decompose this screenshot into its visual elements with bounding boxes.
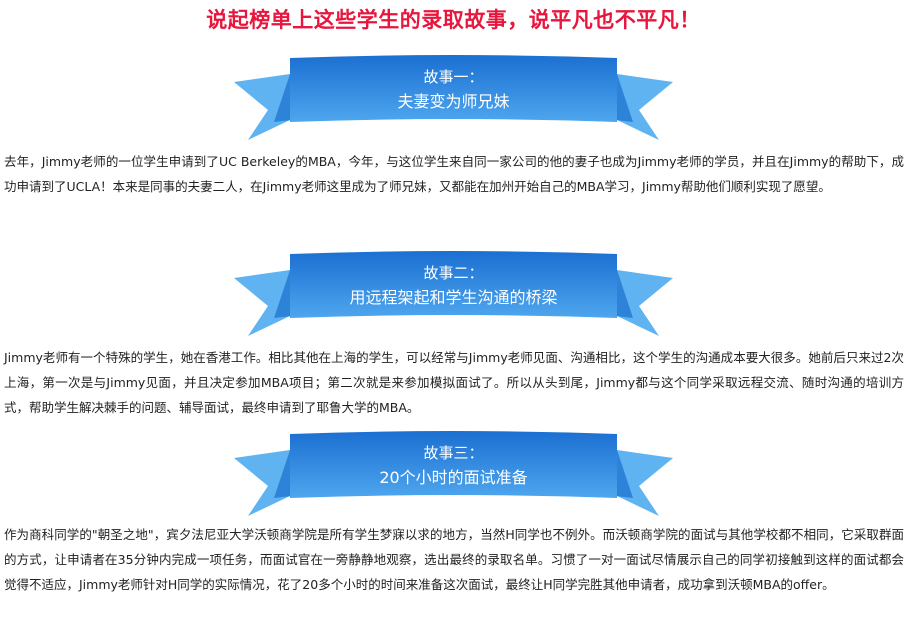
ribbon-center [290, 431, 617, 498]
ribbon-left-fold [274, 270, 292, 318]
ribbon-center [290, 251, 617, 318]
ribbon-left-wing [234, 450, 290, 516]
ribbon-center [290, 55, 617, 122]
ribbon-right-wing [617, 74, 673, 140]
story-body-2: Jimmy老师有一个特殊的学生，她在香港工作。相比其他在上海的学生，可以经常与J… [4, 350, 904, 415]
ribbon-graphic [234, 431, 673, 516]
story-banner-3: 故事三： 20个小时的面试准备 [0, 428, 907, 518]
story-subtitle: 用远程架起和学生沟通的桥梁 [349, 288, 558, 307]
ribbon-right-wing [617, 270, 673, 336]
ribbon-left-wing [234, 270, 290, 336]
page-headline: 说起榜单上这些学生的录取故事，说平凡也不平凡！ [206, 8, 701, 32]
ribbon-left-fold [274, 74, 292, 122]
ribbon-graphic [234, 55, 673, 140]
ribbon-right-fold [615, 74, 633, 122]
ribbon-right-wing [617, 450, 673, 516]
story-banner-2: 故事二： 用远程架起和学生沟通的桥梁 [0, 248, 907, 338]
ribbon-left-fold [274, 450, 292, 498]
ribbon-right-fold [615, 270, 633, 318]
ribbon-left-wing [234, 74, 290, 140]
story-body-1: 去年，Jimmy老师的一位学生申请到了UC Berkeley的MBA，今年，与这… [4, 154, 904, 194]
story-subtitle: 20个小时的面试准备 [379, 468, 528, 487]
story-title: 故事一： [423, 68, 484, 86]
ribbon-right-fold [615, 450, 633, 498]
ribbon-graphic [234, 251, 673, 336]
story-title: 故事三： [423, 444, 484, 462]
story-subtitle: 夫妻变为师兄妹 [397, 92, 510, 111]
story-title: 故事二： [423, 264, 484, 282]
story-body-3: 作为商科同学的"朝圣之地"，宾夕法尼亚大学沃顿商学院是所有学生梦寐以求的地方，当… [4, 527, 904, 592]
story-banner-1: 故事一： 夫妻变为师兄妹 [0, 52, 907, 142]
